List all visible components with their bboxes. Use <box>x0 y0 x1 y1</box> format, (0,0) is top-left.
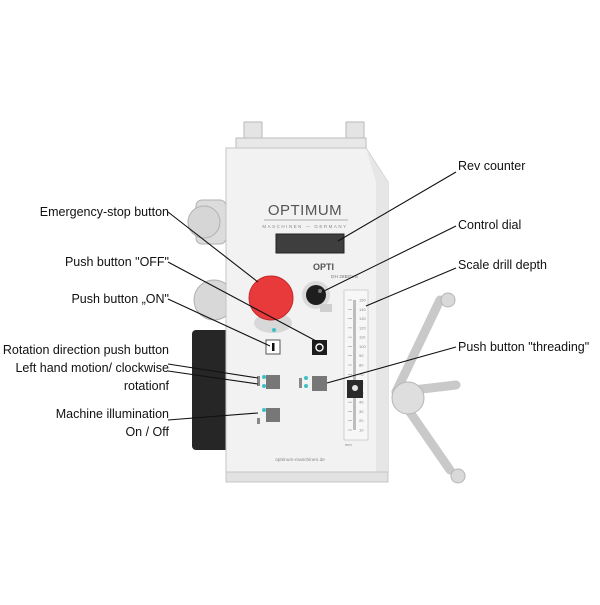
emergency-stop-button[interactable] <box>248 275 294 321</box>
callout-scale-drill-depth: Scale drill depth <box>458 258 547 272</box>
callout-machine-illumination: Machine illumination On / Off <box>56 405 169 441</box>
callout-push-button-off: Push button "OFF" <box>64 255 169 269</box>
depth-scale-tick-label: 140 <box>359 307 366 312</box>
callout-control-dial: Control dial <box>458 218 522 232</box>
leader-rotation-1 <box>167 363 259 379</box>
rotation-indicator-right <box>262 384 266 388</box>
threading-indicator-1 <box>304 376 308 380</box>
callout-push-button-threading: Push button "threading" <box>458 340 590 354</box>
depth-scale-tick-label: 30 <box>359 409 364 414</box>
left-upper-flange <box>187 205 221 239</box>
handwheel-knob-bottom <box>450 468 466 484</box>
leader-control-dial <box>321 225 457 293</box>
depth-scale-tick-label: 10 <box>359 428 364 433</box>
depth-scale-tick-label: 20 <box>359 418 364 423</box>
threading-indicator-2 <box>304 384 308 388</box>
panel-bevel <box>366 148 388 478</box>
callout-illumination-line1: Machine illumination <box>55 407 169 421</box>
depth-scale-tick-label: 150 <box>359 298 366 303</box>
rotation-symbol <box>257 376 260 386</box>
depth-scale-track <box>353 300 356 430</box>
threading-button[interactable] <box>312 376 327 391</box>
depth-scale-tick-label: 40 <box>359 400 364 405</box>
leader-illumination <box>167 412 259 421</box>
leader-threading <box>326 346 457 384</box>
illumination-symbol <box>257 418 260 424</box>
off-symbol <box>315 343 324 352</box>
rotation-indicator-left <box>262 375 266 379</box>
depth-scale-tick-label: 100 <box>359 344 366 349</box>
callout-rotation-direction: Rotation direction push button Left hand… <box>3 341 169 395</box>
callout-rev-counter: Rev counter <box>458 159 526 173</box>
on-indicator <box>272 328 276 332</box>
handwheel-knob-top <box>440 292 456 308</box>
control-dial-base <box>320 304 332 312</box>
depth-scale-tick-label: 130 <box>359 316 366 321</box>
rotation-direction-button[interactable] <box>266 375 280 389</box>
threading-symbol <box>299 378 302 388</box>
callout-illumination-line2: On / Off <box>125 425 169 439</box>
callout-rotation-line1: Rotation direction push button <box>2 343 169 357</box>
depth-scale-tick-label: 90 <box>359 353 364 358</box>
rev-counter-display <box>275 233 345 254</box>
depth-scale-tick-label: 80 <box>359 363 364 368</box>
control-dial-marker <box>318 289 322 293</box>
callout-emergency-stop: Emergency-stop button <box>39 205 169 219</box>
depth-scale-tick-label: 70 <box>359 372 364 377</box>
leader-emergency-stop <box>167 211 259 283</box>
model-name: DH 28BGVS <box>331 274 358 280</box>
leader-rev-counter <box>337 171 457 242</box>
panel-footer-url: optimum-maschinen.de <box>275 457 325 463</box>
leader-scale-drill-depth <box>365 267 457 307</box>
leader-lines <box>167 171 457 421</box>
callout-rotation-line3: rotationf <box>123 379 169 393</box>
control-dial[interactable] <box>306 285 326 305</box>
callout-push-button-on: Push button „ON" <box>71 292 169 306</box>
model-prefix: OPTI <box>313 262 334 272</box>
off-button[interactable] <box>312 340 327 355</box>
depth-scale-tick-label: 120 <box>359 325 366 330</box>
leader-rotation-2 <box>167 370 259 385</box>
illumination-button[interactable] <box>266 408 280 422</box>
depth-scale-slider-knob <box>352 385 358 391</box>
brand-logo: OPTIMUM <box>268 202 342 219</box>
depth-scale-tick-label: 110 <box>359 335 366 340</box>
leader-off-button <box>167 261 319 343</box>
brand-subline: MASCHINEN — GERMANY <box>262 224 347 229</box>
leader-on-button <box>167 298 271 347</box>
on-symbol <box>272 343 275 351</box>
handwheel-hub <box>391 381 425 415</box>
panel-base <box>225 471 389 483</box>
illumination-indicator <box>262 408 266 412</box>
callout-rotation-line2: Left hand motion/ clockwise <box>15 361 169 375</box>
depth-scale-unit: mm <box>345 442 352 447</box>
motor-block <box>192 330 232 450</box>
